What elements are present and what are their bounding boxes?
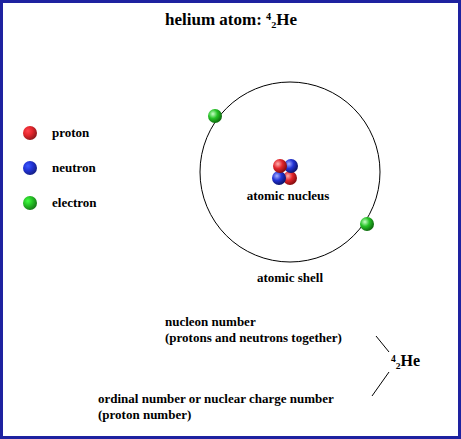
- legend-swatch: [23, 126, 37, 140]
- leader-line: [372, 372, 389, 396]
- atomic-nucleus-balls: [272, 159, 298, 185]
- label-nucleon-note: (protons and neutrons together): [165, 330, 342, 345]
- element-symbol: ⁴₂He: [391, 352, 420, 370]
- label-nucleon-number: nucleon number: [165, 314, 256, 329]
- label-shell: atomic shell: [257, 270, 323, 285]
- label-proton-number: ordinal number or nuclear charge number: [98, 391, 334, 406]
- legend-swatch: [23, 196, 37, 210]
- legend-swatch-box: [22, 123, 42, 143]
- label-proton-note: (proton number): [98, 407, 191, 422]
- electron-ball: [360, 217, 374, 231]
- legend-text: neutron: [52, 160, 96, 175]
- atomic-shell-orbit: [200, 82, 380, 262]
- title: helium atom: ⁴₂He: [165, 10, 297, 30]
- leader-line: [376, 336, 389, 352]
- legend-swatch-box: [22, 158, 42, 178]
- legend-text: proton: [52, 125, 89, 140]
- legend-swatch-box: [22, 193, 42, 213]
- legend-text: electron: [52, 195, 97, 210]
- legend-swatch: [23, 161, 37, 175]
- label-nucleus: atomic nucleus: [247, 188, 330, 203]
- electron-ball: [208, 109, 222, 123]
